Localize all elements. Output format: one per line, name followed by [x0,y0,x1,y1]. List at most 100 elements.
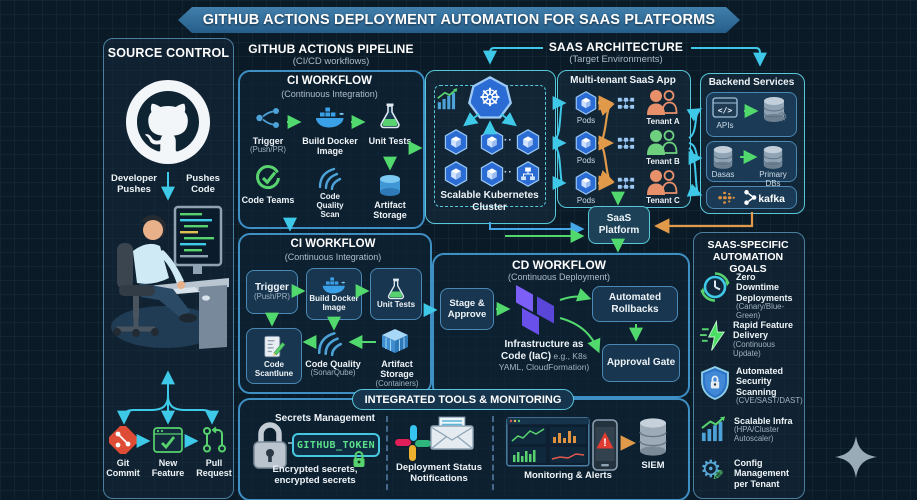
goal-label: Config Management per Tenant [734,458,790,489]
new-feature-icon [153,427,183,453]
approval-gate-chip: Approval Gate [602,344,680,382]
ci1-title: CI WORKFLOW [287,75,372,87]
ci1-build-label: Build Docker Image [302,136,358,157]
siem-label: SIEM [641,460,665,471]
ci2-tests-text: Unit Tests [376,300,416,310]
ci1-subtitle: (Continuous Integration) [281,89,378,99]
goals-header-line2: AUTOMATION GOALS [712,251,784,275]
pod-icon [444,129,468,155]
config-gear-icon: ⚙ ✎ [700,456,724,484]
ci2-trigger-text: Trigger [255,281,289,293]
ci2-trigger-sub: (Push/PR) [254,292,290,302]
goal-sub: (CVE/SAST/DAST) [736,396,803,406]
github-logo-icon [126,80,210,164]
backend-title: Backend Services [708,77,795,88]
tenant-flow-icon [617,137,635,150]
automated-rollbacks-chip: Automated Rollbacks [592,286,678,322]
goal-item: Zero Downtime Deployments (Canary/Blue-G… [700,272,800,321]
scaling-chart-icon [436,88,459,110]
datas-label: Dasas [711,170,735,179]
ci1-trigger-text: Trigger [252,136,284,146]
tenant-c-users-icon [646,169,678,196]
goal-sub: (HPA/Cluster Autoscaler) [734,425,779,444]
rollbacks-text: Automated Rollbacks [608,292,662,315]
source-control-header: SOURCE CONTROL [107,46,230,60]
ci2-quality-sub: (SonarQube) [310,368,356,378]
iac-line1: Infrastructure as [504,339,584,350]
kafka-chip: kafka [706,186,797,209]
monitoring-dashboard-icon [506,417,590,467]
docker-icon [316,107,344,128]
goal-sub: (Continuous Update) [733,339,776,358]
goal-label: Zero Downtime Deployments [736,272,793,303]
pod-icon [444,161,468,187]
tenant-a-label: Tenant A [646,117,680,126]
ci2-storage-label: Artifact Storage (Containers) [368,359,426,389]
ci1-quality-label: Code Quality Scan [316,192,344,220]
tenant-flow-icon [617,97,635,110]
ci2-scan-text: Code Scantlune [254,359,294,378]
tenant-c-label: Tenant C [646,196,680,205]
github-token-chip: GITHUB_TOKEN [292,433,380,457]
code-scan-doc-icon [264,335,286,358]
pod-icon [480,161,504,187]
lightning-icon [700,320,726,352]
secrets-title: Secrets Management [274,413,376,424]
ci2-storage-sub: (Containers) [375,378,419,388]
envelope-icon [430,416,474,450]
secrets-caption: Encrypted secrets, encrypted secrets [240,464,390,486]
kafka-label: kafka [758,194,785,205]
sonar-waves-icon [317,332,343,356]
secrets-caption-line1: Encrypted secrets, [272,464,358,475]
cd-subtitle: (Continuous Deployment) [507,272,611,282]
pod-icon [575,91,597,115]
tenant-b-label: Tenant B [646,157,680,166]
pull-request-icon [203,426,226,453]
notifications-caption: Deployment Status Notifications [395,462,483,485]
architecture-subheader: (Target Environments) [569,54,663,65]
check-circle-icon [255,165,281,190]
section-divider [492,416,494,490]
zero-downtime-clock-icon [700,272,730,302]
secrets-caption-line2: encrypted secrets [274,475,356,487]
apis-label: APIs [716,121,734,130]
database-icon [713,145,733,169]
pods-label: Pods [576,196,596,205]
goal-label: Rapid Feature Delivery [733,320,794,341]
database-icon [763,145,783,169]
ci2-tests-chip: Unit Tests [370,268,422,320]
ci2-trigger-chip: Trigger (Push/PR) [246,270,298,314]
stage-approve-text: Stage & Approve [447,297,487,320]
hierarchy-pod-icon [516,161,540,187]
github-token-text: GITHUB_TOKEN [296,439,376,451]
flask-icon [387,278,405,300]
iac-line2-bold: Code (IaC) [501,350,552,362]
iac-line2-rest: e.g., K8s [551,350,587,361]
iac-line3: YAML, CloudFormation) [498,361,590,372]
pull-request-label: Pull Request [196,458,232,479]
git-commit-label: Git Commit [106,458,140,479]
saas-platform-chip: SaaS Platform [588,206,650,244]
alert-phone-icon [592,419,618,471]
tenant-flow-icon [617,177,635,190]
container-icon [381,328,409,354]
goal-item: Rapid Feature Delivery (Continuous Updat… [700,320,797,359]
goals-header-line1: SAAS-SPECIFIC [707,239,789,251]
ci1-tests-label: Unit Tests [368,136,412,146]
mon-alerts-caption: Monitoring & Alerts [524,470,612,481]
ci1-trigger-label: Trigger (Push/PR) [240,136,296,155]
ci1-trigger-sub: (Push/PR) [250,145,286,155]
goal-label: Scalable Infra [734,416,793,426]
ci1-teams-label: Code Teams [241,195,295,205]
pipeline-subheader: (CI/CD workflows) [292,56,370,67]
cd-title: CD WORKFLOW [512,258,606,272]
iac-caption: Infrastructure as Code (IaC) e.g., K8s Y… [478,339,610,372]
siem-database-icon [639,417,667,457]
ci2-quality-label: Code Quality (SonarQube) [303,359,363,378]
pods-label: Pods [576,156,596,165]
pod-icon [575,171,597,195]
slack-icon [395,425,431,461]
tools-header-pill: INTEGRATED TOOLS & MONITORING [352,389,574,410]
git-commit-icon [109,426,137,454]
